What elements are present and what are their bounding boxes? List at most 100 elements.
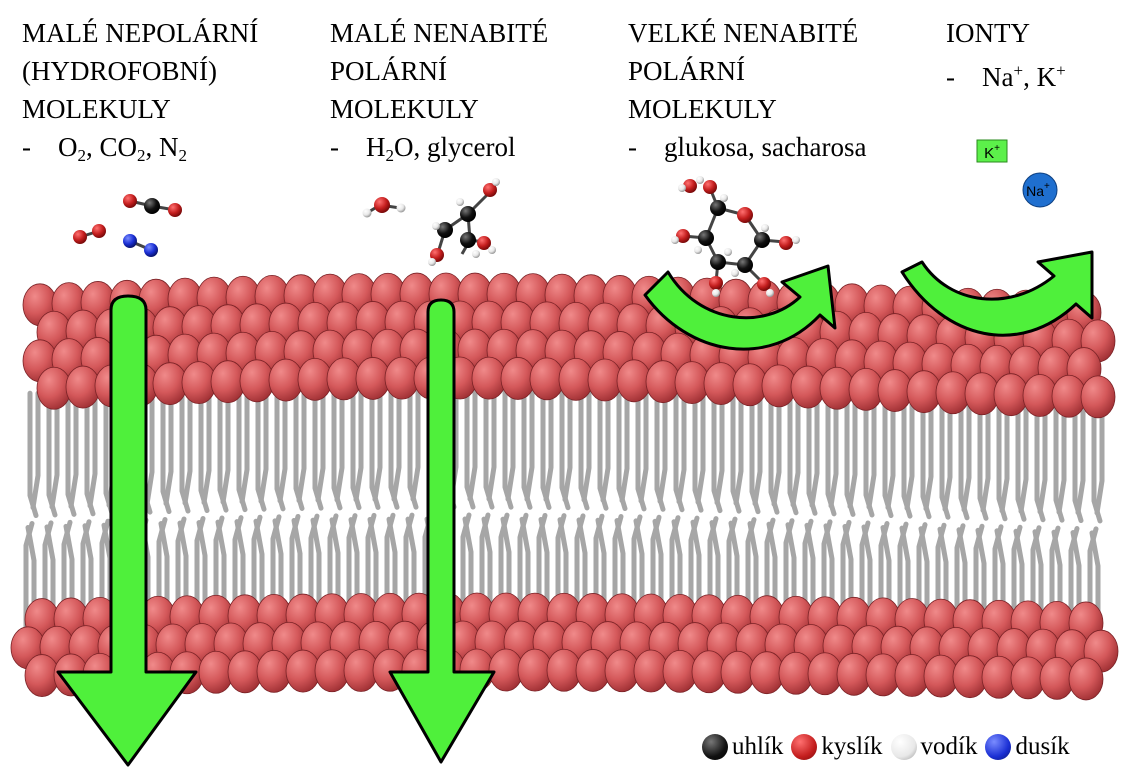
carbon-atom: [754, 232, 770, 248]
hydrogen-atom: [432, 222, 440, 230]
carbon-atom-icon: [702, 734, 728, 760]
formula-h2o-base: H: [366, 132, 386, 162]
lipid-tail: [622, 384, 627, 500]
hydrogen-atom: [766, 289, 774, 297]
lipid-tail: [679, 386, 684, 502]
legend-label: dusík: [1015, 733, 1069, 761]
bullet-dash: -: [946, 62, 955, 92]
hydrogen-atom: [694, 246, 702, 254]
legend-item-oxygen: kyslík: [791, 733, 882, 761]
formula-n2-sub: 2: [179, 146, 188, 165]
column-small-uncharged-polar: MALÉ NENABITÉ POLÁRNÍ MOLEKULY - H2O, gl…: [330, 14, 548, 175]
hydrogen-atom: [696, 176, 704, 184]
hydrogen-atom: [724, 248, 732, 256]
formula-co2-sub: 2: [137, 146, 146, 165]
hydrogen-atom: [488, 246, 496, 254]
oxygen-atom: [779, 236, 793, 250]
lipid-head: [1081, 376, 1115, 418]
legend-item-hydrogen: vodík: [891, 733, 978, 761]
lipid-tail: [793, 390, 798, 504]
formula-h2o-after: O: [394, 132, 414, 162]
formula-o2-base: O: [58, 132, 78, 162]
lipid-tail: [166, 388, 171, 504]
lipid-tail: [698, 387, 703, 502]
oxygen-atom: [123, 194, 137, 208]
separator: ,: [86, 132, 100, 162]
ion-na-base: Na: [982, 62, 1013, 92]
column-small-nonpolar: MALÉ NEPOLÁRNÍ (HYDROFOBNÍ) MOLEKULY - O…: [22, 14, 258, 175]
carbon-atom: [460, 232, 476, 248]
formula-co2-base: CO: [100, 132, 138, 162]
hydrogen-atom: [678, 184, 686, 192]
lipid-tail: [147, 389, 152, 504]
lipid-tail: [1021, 399, 1026, 511]
glycerol-label: glycerol: [427, 132, 515, 162]
hydrogen-atom: [363, 209, 372, 218]
examples-line: - glukosa, sacharosa: [628, 128, 866, 166]
examples-line: - Na+, K+: [946, 52, 1066, 96]
carbon-atom: [460, 206, 476, 222]
sugar-examples: glukosa, sacharosa: [664, 132, 866, 162]
oxygen-atom: [374, 197, 390, 213]
lipid-tail: [527, 383, 532, 500]
column-large-uncharged-polar: VELKÉ NENABITÉ POLÁRNÍ MOLEKULY - glukos…: [628, 14, 866, 166]
hydrogen-atom: [671, 236, 679, 244]
lipid-tail: [337, 383, 342, 500]
examples-line: - O2, CO2, N2: [22, 128, 258, 175]
lipid-tail: [223, 386, 228, 502]
oxygen-atom: [703, 180, 717, 194]
lipid-tail: [964, 397, 969, 510]
heading-line: POLÁRNÍ: [628, 52, 866, 90]
hydrogen-atom: [720, 194, 728, 202]
lipid-tail: [907, 395, 912, 508]
lipid-tail: [394, 382, 399, 499]
hydrogen-atom: [397, 204, 406, 213]
sodium-ion: Na+: [1023, 173, 1057, 207]
hydrogen-atom-icon: [891, 734, 917, 760]
heading-line: MOLEKULY: [330, 90, 548, 128]
lipid-tail: [546, 383, 551, 500]
lipid-tail: [413, 382, 418, 499]
lipid-tail: [318, 383, 323, 500]
hydrogen-atom: [712, 289, 720, 297]
oxygen-atom: [92, 224, 106, 238]
lipid-tail: [1059, 400, 1064, 512]
carbon-atom: [710, 254, 726, 270]
atom-legend: uhlík kyslík vodík dusík: [702, 730, 1070, 764]
carbon-atom: [710, 200, 726, 216]
legend-label: uhlík: [732, 733, 783, 761]
bullet-dash: -: [22, 132, 31, 162]
lipid-tail: [489, 382, 494, 499]
formula-h2o-sub: 2: [386, 146, 395, 165]
bullet-dash: -: [330, 132, 339, 162]
carbon-atom: [698, 230, 714, 246]
lipid-tail: [812, 391, 817, 505]
ion-na-sup: +: [1013, 61, 1023, 80]
lipid-tail: [33, 393, 38, 507]
carbon-atom: [144, 198, 160, 214]
heading-line: POLÁRNÍ: [330, 52, 548, 90]
heading-line: MOLEKULY: [628, 90, 866, 128]
hydrogen-atom: [428, 258, 436, 266]
hydrogen-atom: [761, 224, 769, 232]
lipid-tail: [356, 383, 361, 500]
hydrogen-atom: [731, 269, 739, 277]
lipid-tail: [204, 387, 209, 503]
lipid-tail: [90, 391, 95, 506]
nitrogen-atom-icon: [985, 734, 1011, 760]
oxygen-atom: [168, 203, 182, 217]
hydrogen-atom: [456, 198, 464, 206]
examples-line: - H2O, glycerol: [330, 128, 548, 175]
lipid-tail: [584, 383, 589, 499]
legend-item-carbon: uhlík: [702, 733, 783, 761]
lipid-tail: [641, 385, 646, 501]
heading-line: MALÉ NENABITÉ: [330, 14, 548, 52]
ion-k-base: K: [1037, 62, 1057, 92]
lipid-tail: [470, 382, 475, 499]
legend-label: kyslík: [821, 733, 882, 761]
oxygen-atom: [709, 276, 723, 290]
oxygen-atom: [73, 230, 87, 244]
heading-line: MOLEKULY: [22, 90, 258, 128]
lipid-tail: [869, 393, 874, 507]
carbon-atom: [737, 257, 753, 273]
